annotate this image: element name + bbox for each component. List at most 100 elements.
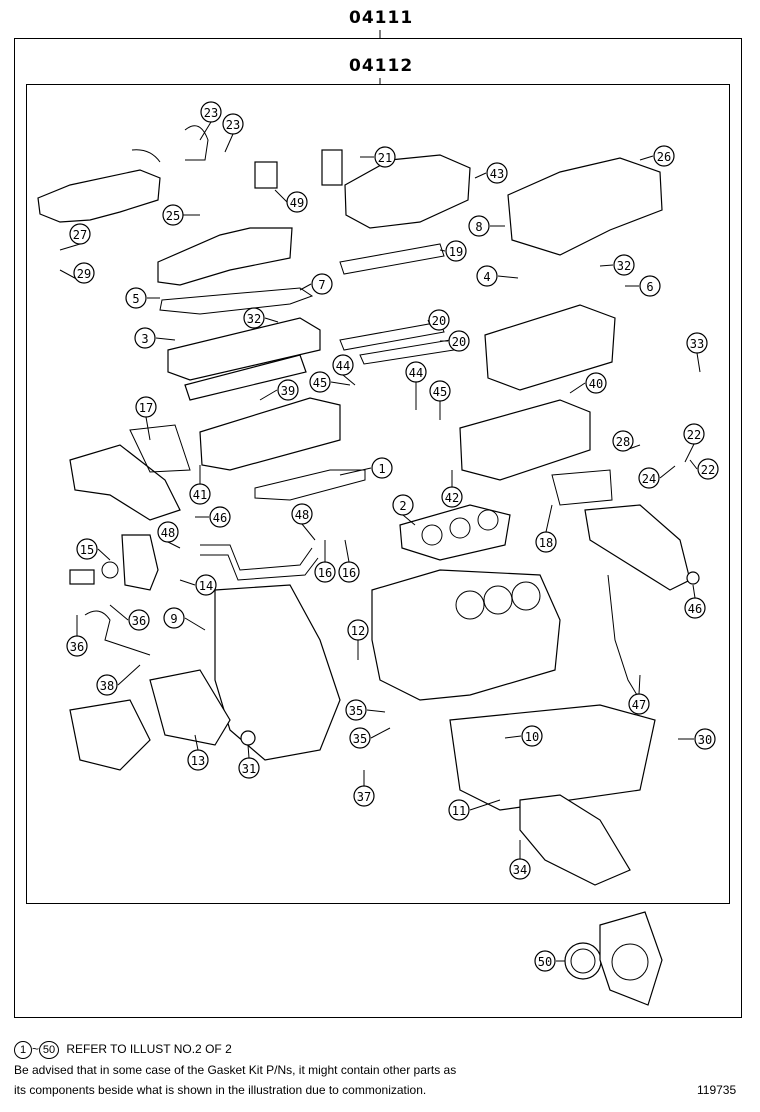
outer-kit-frame (14, 38, 742, 1018)
callout-number: 46 (213, 511, 227, 525)
callout-41: 41 (189, 483, 211, 505)
leader-line (370, 727, 391, 739)
callout-number: 50 (538, 955, 552, 969)
callout-8: 8 (468, 215, 490, 237)
callout-3: 3 (134, 327, 156, 349)
leader-line (696, 352, 701, 373)
callout-circle (162, 204, 184, 226)
callout-20: 20 (448, 330, 470, 352)
callout-circle (448, 799, 470, 821)
callout-48: 48 (291, 503, 313, 525)
callout-16: 16 (338, 561, 360, 583)
callout-number: 7 (318, 278, 325, 292)
inner-kit-frame (26, 84, 730, 904)
leader-line (145, 416, 151, 441)
callout-circle (374, 146, 396, 168)
callout-42: 42 (441, 486, 463, 508)
range-reference: 1~50 REFER TO ILLUST NO.2 OF 2 (14, 1041, 232, 1059)
callout-circle (338, 561, 360, 583)
callout-number: 35 (349, 704, 363, 718)
callout-number: 34 (513, 863, 527, 877)
callout-47: 47 (628, 693, 650, 715)
callout-circle (69, 223, 91, 245)
leader-line (274, 189, 288, 203)
callout-circle (371, 457, 393, 479)
callout-circle (612, 430, 634, 452)
callout-36: 36 (128, 609, 150, 631)
callout-circle (243, 307, 265, 329)
callout-circle (405, 361, 427, 383)
leader-line (199, 121, 212, 141)
leader-line (194, 734, 199, 751)
callout-circle (429, 380, 451, 402)
leader-line (339, 467, 372, 476)
callout-circle (309, 371, 331, 393)
leader-line (638, 674, 641, 695)
callout-45: 45 (429, 380, 451, 402)
callout-circle (134, 327, 156, 349)
callout-number: 20 (432, 314, 446, 328)
callout-circle (195, 574, 217, 596)
callout-number: 22 (687, 428, 701, 442)
callout-circle (200, 101, 222, 123)
callout-circle (353, 785, 375, 807)
callout-number: 1 (378, 462, 385, 476)
leader-line (659, 465, 676, 479)
callout-circle (468, 215, 490, 237)
leader-line (264, 317, 279, 323)
callout-50: 50 (534, 950, 556, 972)
callout-2: 2 (392, 494, 414, 516)
callout-number: 47 (632, 698, 646, 712)
callout-7: 7 (311, 273, 333, 295)
callout-circle (314, 561, 336, 583)
callout-circle (697, 458, 719, 480)
callout-20: 20 (428, 309, 450, 331)
callout-number: 45 (433, 385, 447, 399)
callout-number: 15 (80, 543, 94, 557)
leader-line (402, 514, 416, 526)
callout-circle (286, 191, 308, 213)
leader-line (599, 264, 614, 267)
callout-16: 16 (314, 561, 336, 583)
callout-22: 22 (683, 423, 705, 445)
callout-number: 37 (357, 790, 371, 804)
callout-number: 23 (204, 106, 218, 120)
callout-circle (639, 275, 661, 297)
callout-19: 19 (445, 240, 467, 262)
leader-line (330, 381, 351, 386)
callout-number: 48 (161, 526, 175, 540)
callout-35: 35 (345, 699, 367, 721)
callout-circle (684, 597, 706, 619)
leader-line (184, 617, 206, 631)
leader-line (247, 744, 250, 759)
callout-circle (157, 521, 179, 543)
callout-number: 16 (318, 566, 332, 580)
leader-line (179, 579, 196, 586)
callout-32: 32 (613, 254, 635, 276)
leader-line (224, 133, 234, 153)
callout-number: 26 (657, 150, 671, 164)
leader-line (474, 172, 487, 179)
callout-number: 29 (77, 267, 91, 281)
leader-line (684, 443, 695, 463)
callout-circle (476, 265, 498, 287)
callout-number: 23 (226, 118, 240, 132)
callout-circle (135, 396, 157, 418)
callout-40: 40 (585, 372, 607, 394)
callout-circle (277, 379, 299, 401)
callout-number: 39 (281, 384, 295, 398)
callout-circle (628, 693, 650, 715)
refer-text: REFER TO ILLUST NO.2 OF 2 (66, 1042, 232, 1056)
callout-number: 45 (313, 376, 327, 390)
callout-28: 28 (612, 430, 634, 452)
callout-circle (125, 287, 147, 309)
callout-number: 27 (73, 228, 87, 242)
callout-36: 36 (66, 635, 88, 657)
callout-number: 42 (445, 491, 459, 505)
callout-11: 11 (448, 799, 470, 821)
callout-circle (448, 330, 470, 352)
callout-circle (73, 262, 95, 284)
callout-circle (311, 273, 333, 295)
callout-number: 31 (242, 762, 256, 776)
callout-circle (428, 309, 450, 331)
